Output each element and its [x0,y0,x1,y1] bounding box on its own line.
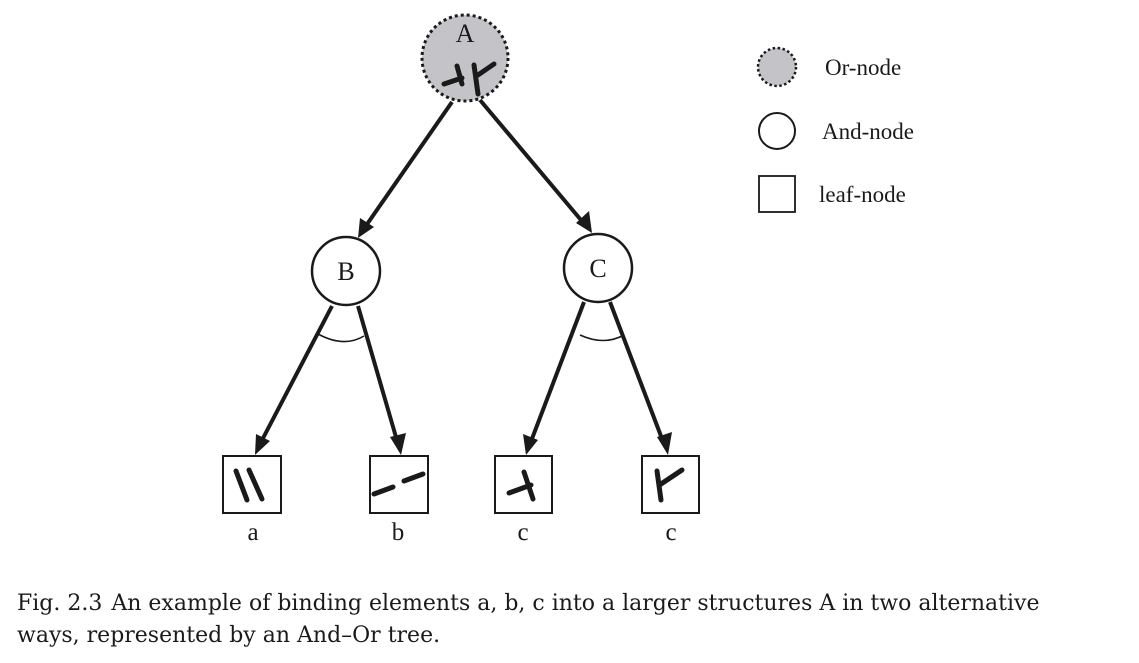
arrowhead-leaf-c1 [523,434,538,455]
arrowhead-leaf-a [255,434,270,455]
arrowhead-b [358,218,374,238]
and-or-tree-diagram: A B C a b [222,13,914,546]
and-node-c: C [562,232,634,304]
caption-line-1: Fig. 2.3 An example of binding elements a… [17,588,1137,620]
t-right-glyph [654,467,685,503]
leaf-label-a: a [247,519,258,546]
legend-or-node-label: Or-node [825,55,901,80]
leaf-node-a: a [222,455,282,546]
arrowheads [255,211,672,455]
edge-a-to-c [478,98,588,228]
leaf-label-c1: c [517,519,528,546]
caption-prefix: Fig. 2.3 [17,591,103,616]
caption-line-2: ways, represented by an And–Or tree. [17,623,441,648]
arrowhead-leaf-c2 [657,432,672,455]
legend: Or-node And-node leaf-node [756,46,914,213]
legend-leaf-node: leaf-node [758,175,906,213]
edge-b-to-leaf-b [356,305,400,445]
and-arc-c [579,334,625,342]
legend-leaf-node-label: leaf-node [819,182,906,207]
legend-and-node: And-node [758,112,914,150]
caption-text-1: An example of binding elements a, b, c i… [111,591,1040,616]
or-node-a: A [420,13,510,103]
and-node-b: B [310,235,382,307]
edge-c-to-leaf-c2 [608,301,666,445]
leaf-node-c1: c [494,455,553,546]
leaf-node-c2: c [641,455,700,546]
node-label-b: B [337,257,354,286]
dashed-line-glyph [371,471,426,497]
leaf-label-c2: c [665,519,676,546]
leaf-label-b: b [392,519,405,546]
arrowhead-c [576,211,592,233]
legend-or-node: Or-node [756,46,901,88]
edges [258,98,666,445]
arrowhead-leaf-b [390,433,406,455]
legend-and-node-label: And-node [822,119,914,144]
node-label-c: C [589,254,606,283]
edge-b-to-leaf-a [258,305,334,445]
combined-glyph [441,61,497,97]
and-arc-b [317,333,365,343]
inverted-t-left-glyph [506,469,536,502]
figure-caption: Fig. 2.3 An example of binding elements a… [17,588,1137,652]
edge-c-to-leaf-c1 [528,301,586,445]
parallel-bars-glyph [233,467,265,503]
edge-a-to-b [361,100,454,232]
leaf-node-b: b [369,455,429,546]
node-label-a: A [456,19,475,48]
